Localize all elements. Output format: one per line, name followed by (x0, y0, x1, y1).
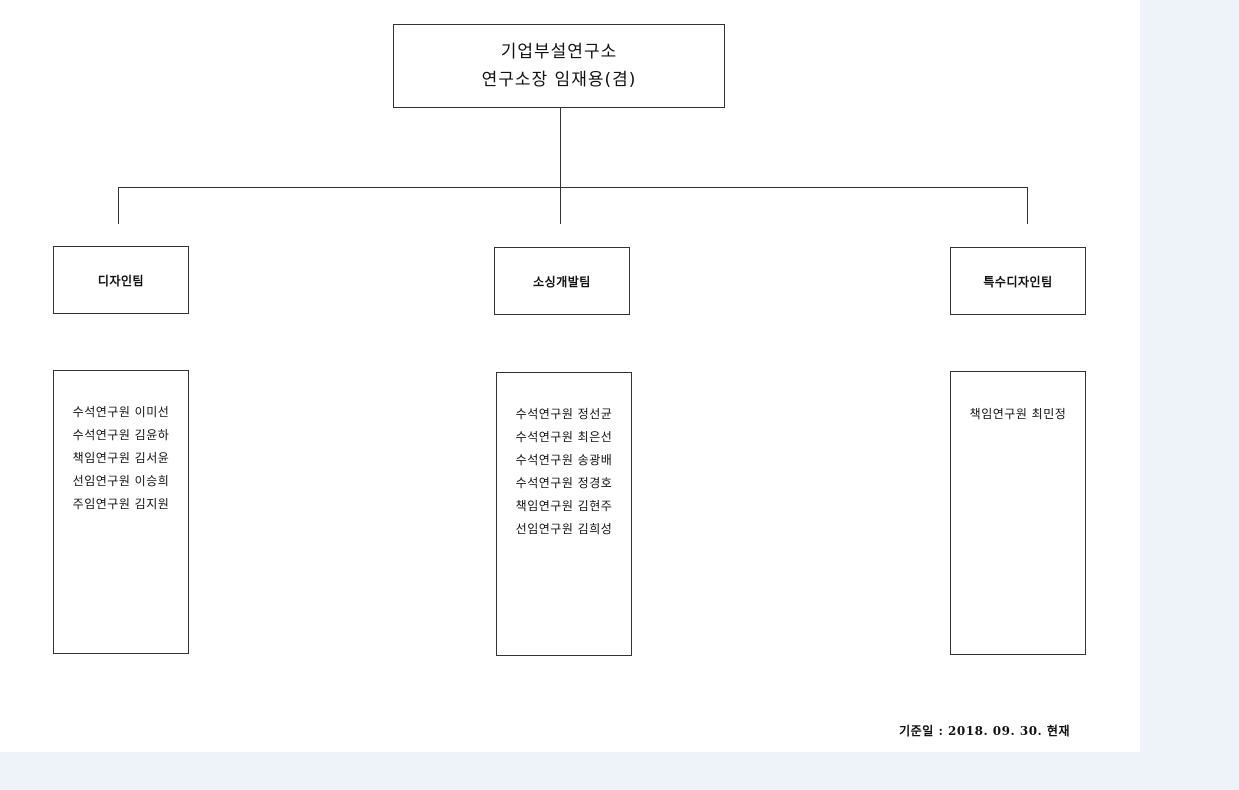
institute-director: 연구소장 임재용(겸) (481, 70, 637, 90)
member-item: 수석연구원 이미선 (72, 405, 170, 419)
institute-title: 기업부설연구소 (500, 42, 618, 62)
org-chart-page: 기업부설연구소 연구소장 임재용(겸) 디자인팀 소싱개발팀 특수디자인팀 수석… (0, 0, 1140, 752)
member-item: 주임연구원 김지원 (72, 497, 170, 511)
reference-date: 기준일 : 2018. 09. 30. 현재 (899, 724, 1070, 738)
member-item: 선임연구원 이승희 (72, 474, 170, 488)
institute-head-box: 기업부설연구소 연구소장 임재용(겸) (393, 24, 725, 108)
members-box-design: 수석연구원 이미선 수석연구원 김윤하 책임연구원 김서윤 선임연구원 이승희 … (53, 370, 189, 654)
team-name: 특수디자인팀 (983, 274, 1053, 289)
team-name: 디자인팀 (97, 273, 145, 288)
team-name: 소싱개발팀 (533, 274, 591, 289)
left-branch-connector (118, 187, 119, 224)
member-item: 책임연구원 김현주 (515, 499, 613, 513)
member-item: 수석연구원 정경호 (515, 476, 613, 490)
members-box-sourcing: 수석연구원 정선균 수석연구원 최은선 수석연구원 송광배 수석연구원 정경호 … (496, 372, 632, 656)
member-item: 수석연구원 송광배 (515, 453, 613, 467)
page-side-strip (1140, 0, 1151, 752)
horizontal-branch-connector (118, 187, 1028, 188)
members-box-special-design: 책임연구원 최민정 (950, 371, 1086, 655)
right-branch-connector (1027, 187, 1028, 224)
team-box-design: 디자인팀 (53, 246, 189, 314)
member-item: 선임연구원 김희성 (515, 522, 613, 536)
member-item: 수석연구원 김윤하 (72, 428, 170, 442)
member-item: 수석연구원 최은선 (515, 430, 613, 444)
member-item: 수석연구원 정선균 (515, 407, 613, 421)
member-item: 책임연구원 최민정 (969, 407, 1067, 421)
center-branch-connector (560, 187, 561, 224)
member-item: 책임연구원 김서윤 (72, 451, 170, 465)
member-list: 책임연구원 최민정 (951, 403, 1085, 426)
member-list: 수석연구원 정선균 수석연구원 최은선 수석연구원 송광배 수석연구원 정경호 … (497, 403, 631, 541)
member-list: 수석연구원 이미선 수석연구원 김윤하 책임연구원 김서윤 선임연구원 이승희 … (54, 401, 188, 516)
team-box-sourcing: 소싱개발팀 (494, 247, 630, 315)
team-box-special-design: 특수디자인팀 (950, 247, 1086, 315)
head-vertical-connector (560, 108, 561, 187)
